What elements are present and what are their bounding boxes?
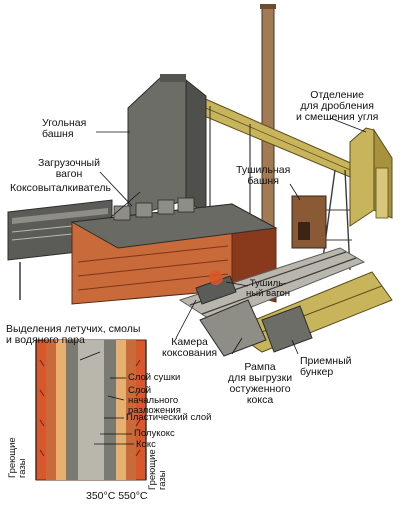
label-receiving-bunker: Приемный бункер xyxy=(300,355,352,378)
label-initial-decomposition: Слой начального разложения xyxy=(128,385,181,416)
label-coal-tower: Угольная башня xyxy=(42,117,87,140)
label-coke: Кокс xyxy=(136,439,156,450)
label-coking-chamber: Камера коксования xyxy=(162,336,218,359)
label-heating-gases-right: Греющие газы xyxy=(147,449,168,490)
quench-car-structure xyxy=(195,271,237,305)
label-loading-car: Загрузочный вагон xyxy=(38,157,100,180)
label-temperatures: 350°С 550°С xyxy=(86,490,148,502)
crushing-building xyxy=(319,127,393,281)
coal-tower-structure xyxy=(127,74,207,219)
label-volatiles: Выделения летучих, смолы и водяного пара xyxy=(6,323,141,346)
label-plastic-layer: Пластический слой xyxy=(126,412,212,423)
coke-layer-section xyxy=(35,339,147,481)
chimney xyxy=(260,4,276,237)
label-crushing-dept: Отделение для дробления и смешения угля xyxy=(296,89,379,123)
label-quench-car: Тушиль- ный вагон xyxy=(246,278,291,299)
label-drying-layer: Слой сушки xyxy=(128,372,181,383)
oven-battery xyxy=(70,203,278,305)
label-semicoke: Полукокс xyxy=(134,428,175,439)
quench-tower-structure xyxy=(291,195,327,249)
leader-lines xyxy=(79,117,367,445)
label-ramp: Рампа для выгрузки остуженного кокса xyxy=(228,361,293,406)
ramp-structure xyxy=(199,299,313,357)
label-coke-pusher: Коксовыталкиватель xyxy=(10,182,111,194)
label-heating-gases-left: Греющие газы xyxy=(7,437,28,478)
label-quench-tower: Тушильная башня xyxy=(236,164,291,187)
loading-cars xyxy=(113,197,195,221)
